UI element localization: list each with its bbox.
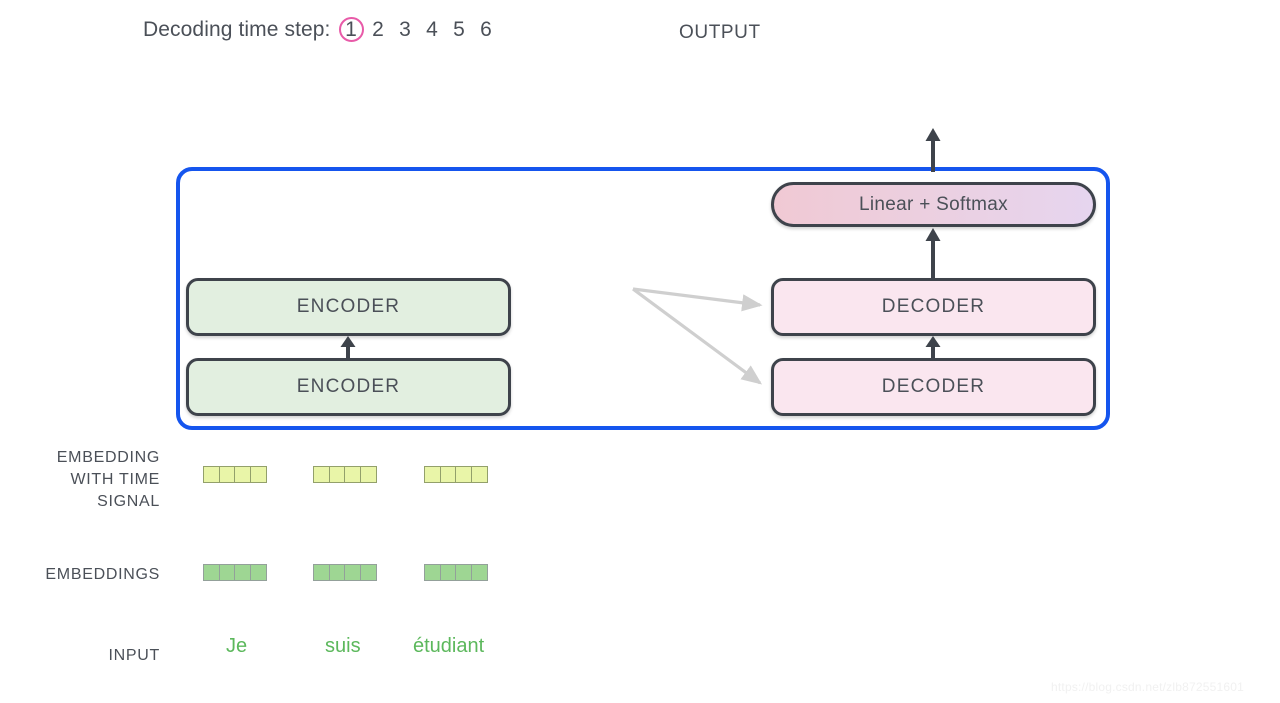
decoder-bottom-label: DECODER	[881, 376, 986, 397]
vector-cell	[313, 564, 330, 581]
vector-cell	[344, 466, 361, 483]
watermark: https://blog.csdn.net/zlb872551601	[1051, 680, 1244, 694]
decoding-step-6[interactable]: 6	[480, 18, 492, 41]
vector-cell	[234, 564, 251, 581]
encoder-box-bottom[interactable]: ENCODER	[186, 358, 511, 416]
vector-cell	[470, 564, 488, 581]
row-label-line-1: EMBEDDING	[56, 449, 160, 466]
output-label: OUTPUT	[679, 22, 761, 43]
vector-cell	[359, 564, 377, 581]
decoding-time-step-bar: Decoding time step: 1 2 3 4 5 6	[143, 17, 500, 42]
vector-cell	[359, 466, 377, 483]
vector-cell	[328, 466, 346, 483]
input-word-token-1: suis	[325, 635, 361, 657]
input-word-token-2: étudiant	[413, 635, 485, 657]
vector-cell	[218, 466, 236, 483]
embedding-vector-token-2	[424, 564, 488, 581]
time-signal-vector-token-0	[203, 466, 267, 483]
arrow-output	[925, 128, 941, 172]
vector-cell	[203, 564, 220, 581]
row-label-line-2: WITH TIME	[70, 471, 160, 488]
row-label-embedding-with-time-signal: EMBEDDING WITH TIME SIGNAL	[0, 447, 160, 513]
linear-softmax-box[interactable]: Linear + Softmax	[771, 182, 1096, 227]
vector-cell	[439, 564, 457, 581]
vector-cell	[455, 564, 472, 581]
vector-cell	[455, 466, 472, 483]
time-signal-vector-token-2	[424, 466, 488, 483]
vector-cells	[313, 466, 377, 483]
vector-cells	[313, 564, 377, 581]
vector-cell	[344, 564, 361, 581]
row-label-input: INPUT	[108, 647, 160, 664]
vector-cell	[203, 466, 220, 483]
decoder-box-top[interactable]: DECODER	[771, 278, 1096, 336]
vector-cell	[328, 564, 346, 581]
decoding-step-2[interactable]: 2	[372, 18, 384, 41]
linear-softmax-label: Linear + Softmax	[859, 193, 1008, 215]
time-signal-vector-token-1	[313, 466, 377, 483]
decoding-step-5[interactable]: 5	[453, 18, 465, 41]
vector-cell	[218, 564, 236, 581]
decoding-time-step-label: Decoding time step:	[143, 18, 331, 41]
vector-cell	[470, 466, 488, 483]
embedding-vector-token-0	[203, 564, 267, 581]
row-label-embeddings: EMBEDDINGS	[45, 566, 160, 583]
decoder-box-bottom[interactable]: DECODER	[771, 358, 1096, 416]
decoding-step-4[interactable]: 4	[426, 18, 438, 41]
vector-cell	[424, 564, 441, 581]
encoder-bottom-label: ENCODER	[296, 376, 401, 397]
vector-cells	[424, 564, 488, 581]
decoder-top-label: DECODER	[881, 296, 986, 317]
encoder-box-top[interactable]: ENCODER	[186, 278, 511, 336]
row-label-line-3: SIGNAL	[97, 493, 160, 510]
vector-cell	[439, 466, 457, 483]
vector-cell	[249, 564, 267, 581]
embedding-vector-token-1	[313, 564, 377, 581]
vector-cell	[234, 466, 251, 483]
decoding-step-3[interactable]: 3	[399, 18, 411, 41]
vector-cell	[424, 466, 441, 483]
vector-cells	[424, 466, 488, 483]
encoder-top-label: ENCODER	[296, 296, 401, 317]
vector-cells	[203, 564, 267, 581]
vector-cell	[313, 466, 330, 483]
vector-cell	[249, 466, 267, 483]
input-word-token-0: Je	[226, 635, 248, 657]
vector-cells	[203, 466, 267, 483]
decoding-step-1[interactable]: 1	[338, 17, 365, 42]
